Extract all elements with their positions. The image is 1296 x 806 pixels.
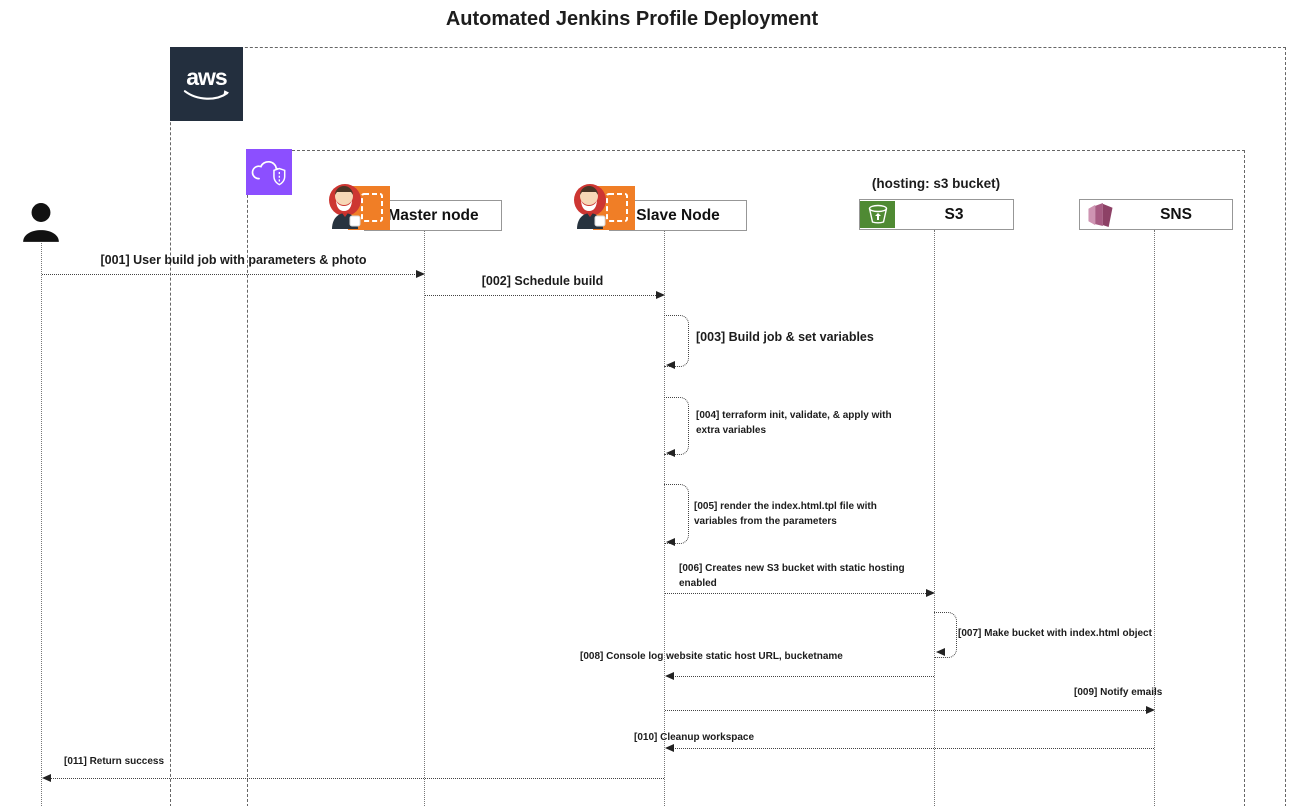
message-006-arrow bbox=[665, 593, 928, 594]
slave-node-label: Slave Node bbox=[636, 206, 720, 224]
aws-logo-text: aws bbox=[186, 63, 227, 90]
arrowhead-right-icon bbox=[926, 589, 935, 597]
message-010-label: [010] Cleanup workspace bbox=[634, 732, 755, 743]
cloud-shield-icon bbox=[246, 149, 292, 195]
message-009-arrow bbox=[665, 710, 1148, 711]
message-005-self-loop bbox=[664, 484, 689, 544]
security-group-container bbox=[247, 150, 1245, 806]
message-011-arrow bbox=[49, 778, 664, 779]
master-node-label: Master node bbox=[387, 206, 479, 224]
message-006-label: [006] Creates new S3 bucket with static … bbox=[679, 563, 905, 589]
person-icon bbox=[23, 203, 59, 242]
message-004-label: [004] terraform init, validate, & apply … bbox=[696, 410, 892, 436]
message-007-self-loop bbox=[934, 612, 957, 658]
arrowhead-left-icon bbox=[42, 774, 51, 782]
sns-label: SNS bbox=[1160, 205, 1192, 223]
jenkins-butler-icon bbox=[329, 184, 390, 230]
arrowhead-right-icon bbox=[1146, 706, 1155, 714]
message-008-arrow bbox=[672, 676, 934, 677]
message-009-label: [009] Notify emails bbox=[1074, 687, 1163, 698]
message-004-self-loop bbox=[664, 397, 689, 455]
message-002-arrow bbox=[425, 295, 658, 296]
participant-sns: SNS bbox=[1079, 199, 1233, 230]
arrowhead-left-icon bbox=[665, 672, 674, 680]
s3-hosting-note: (hosting: s3 bucket) bbox=[871, 176, 1001, 191]
message-010-arrow bbox=[672, 748, 1154, 749]
message-005-label: [005] render the index.html.tpl file wit… bbox=[694, 501, 877, 527]
participant-s3: S3 bbox=[859, 199, 1014, 230]
message-007-label: [007] Make bucket with index.html object bbox=[958, 628, 1152, 639]
message-008-label: [008] Console log website static host UR… bbox=[580, 651, 843, 662]
arrowhead-left-icon bbox=[666, 538, 675, 546]
s3-label: S3 bbox=[944, 205, 964, 223]
message-001-label: [001] User build job with parameters & p… bbox=[100, 253, 367, 267]
jenkins-butler-icon bbox=[574, 184, 635, 230]
message-011-label: [011] Return success bbox=[64, 756, 165, 767]
s3-bucket-icon bbox=[860, 201, 895, 228]
arrowhead-left-icon bbox=[936, 648, 945, 656]
arrowhead-right-icon bbox=[656, 291, 665, 299]
diagram-title: Automated Jenkins Profile Deployment bbox=[445, 8, 819, 30]
lifeline-s3 bbox=[934, 230, 935, 806]
lifeline-master bbox=[424, 230, 425, 806]
message-002-label: [002] Schedule build bbox=[481, 274, 604, 288]
arrowhead-left-icon bbox=[666, 449, 675, 457]
aws-logo: aws bbox=[170, 47, 243, 121]
aws-smile-icon bbox=[183, 89, 229, 100]
message-003-self-loop bbox=[664, 315, 689, 367]
message-001-arrow bbox=[42, 274, 419, 275]
lifeline-sns bbox=[1154, 230, 1155, 806]
arrowhead-left-icon bbox=[666, 361, 675, 369]
sns-icon bbox=[1080, 201, 1120, 228]
lifeline-user bbox=[41, 243, 42, 806]
user-actor bbox=[20, 202, 62, 249]
message-003-label: [003] Build job & set variables bbox=[696, 330, 874, 344]
arrowhead-left-icon bbox=[665, 744, 674, 752]
lifeline-slave bbox=[664, 230, 665, 806]
arrowhead-right-icon bbox=[416, 270, 425, 278]
aws-cloud-container bbox=[170, 47, 1286, 806]
